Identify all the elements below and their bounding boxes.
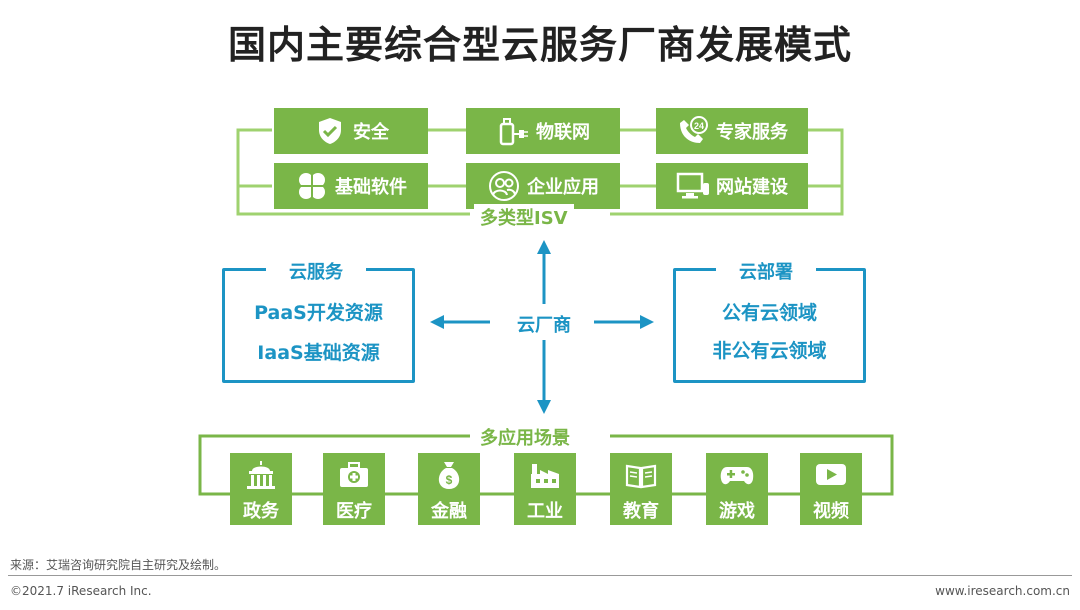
shield-check-icon — [313, 114, 347, 148]
gamepad-icon — [706, 453, 768, 497]
computer-monitor-icon — [676, 169, 710, 203]
cloud-deploy-line-nonpublic: 非公有云领域 — [712, 340, 827, 362]
government-building-icon — [230, 453, 292, 497]
footer-divider — [8, 575, 1072, 576]
isv-box-enterprise-app: 企业应用 — [466, 163, 620, 209]
cloud-service-line-iaas: IaaS基础资源 — [257, 342, 380, 364]
factory-icon — [514, 453, 576, 497]
scenario-label-industry: 工业 — [527, 501, 563, 522]
scenario-label-education: 教育 — [623, 501, 659, 522]
cloud-deploy-line-public: 公有云领域 — [721, 302, 817, 324]
isv-box-basic-software: 基础软件 — [274, 163, 428, 209]
svg-text:24: 24 — [694, 121, 704, 131]
scenario-industry: 工业 — [514, 453, 576, 525]
scenario-label-finance: 金融 — [431, 501, 467, 522]
cloud-service-title: 云服务 — [266, 258, 366, 284]
scenario-label-gaming: 游戏 — [719, 501, 755, 522]
isv-box-security: 安全 — [274, 108, 428, 154]
scenario-gaming: 游戏 — [706, 453, 768, 525]
isv-box-website: 网站建设 — [656, 163, 808, 209]
cloud-deploy-box — [673, 268, 866, 383]
scenario-finance: $ 金融 — [418, 453, 480, 525]
book-icon — [610, 453, 672, 497]
isv-label-basic-software: 基础软件 — [335, 177, 407, 198]
play-video-icon — [800, 453, 862, 497]
iot-device-icon — [496, 114, 530, 148]
isv-label-security: 安全 — [353, 122, 389, 143]
isv-group-label: 多类型ISV — [474, 204, 574, 230]
isv-label-website: 网站建设 — [716, 177, 788, 198]
phone-24h-icon: 24 — [676, 114, 710, 148]
money-bag-icon: $ — [418, 453, 480, 497]
isv-box-expert: 24 专家服务 — [656, 108, 808, 154]
isv-label-enterprise-app: 企业应用 — [527, 177, 599, 198]
scenario-label-medical: 医疗 — [336, 501, 372, 522]
svg-text:$: $ — [446, 473, 453, 487]
cloud-deploy-title: 云部署 — [716, 258, 816, 284]
scenario-label-government: 政务 — [243, 501, 279, 522]
copyright: ©2021.7 iResearch Inc. — [10, 584, 152, 598]
scenarios-group-label: 多应用场景 — [474, 424, 576, 450]
isv-label-iot: 物联网 — [536, 122, 590, 143]
website-link[interactable]: www.iresearch.com.cn — [935, 584, 1070, 598]
isv-label-expert: 专家服务 — [716, 122, 788, 143]
cloud-service-box — [222, 268, 415, 383]
scenario-label-video: 视频 — [813, 501, 849, 522]
cloud-service-line-paas: PaaS开发资源 — [254, 302, 383, 324]
clover-icon — [295, 169, 329, 203]
scenario-government: 政务 — [230, 453, 292, 525]
scenario-video: 视频 — [800, 453, 862, 525]
source-note: 来源：艾瑞咨询研究院自主研究及绘制。 — [10, 558, 227, 572]
users-icon — [487, 169, 521, 203]
medical-kit-icon — [323, 453, 385, 497]
isv-box-iot: 物联网 — [466, 108, 620, 154]
scenario-education: 教育 — [610, 453, 672, 525]
center-vendor-label: 云厂商 — [494, 311, 594, 337]
scenario-medical: 医疗 — [323, 453, 385, 525]
page-title: 国内主要综合型云服务厂商发展模式 — [227, 23, 852, 67]
